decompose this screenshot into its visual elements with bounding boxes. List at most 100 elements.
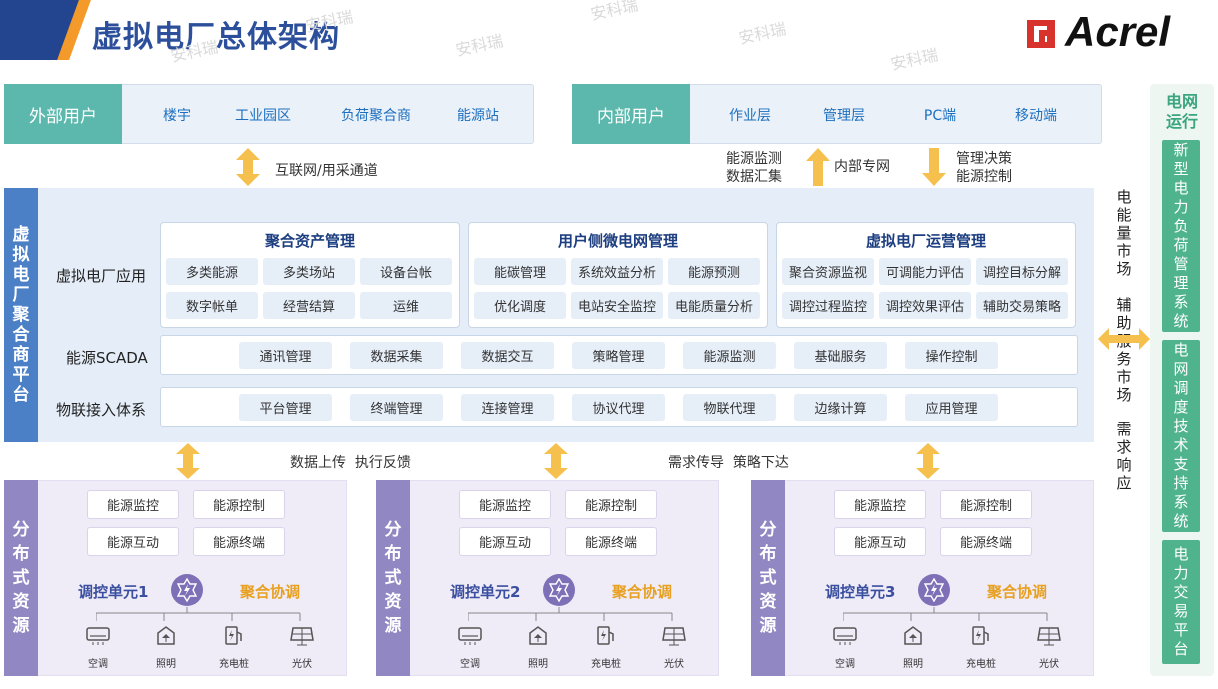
page-title: 虚拟电厂总体架构 (92, 20, 340, 55)
device-label: 照明 (528, 659, 548, 670)
scada-chip: 策略管理 (572, 342, 665, 369)
device-label: 空调 (835, 659, 855, 670)
unit-connector-lines (468, 607, 673, 621)
iot-chip: 平台管理 (239, 394, 332, 421)
upload-feedback-label: 数据上传 执行反馈 (290, 455, 411, 471)
scada-chip: 数据采集 (350, 342, 443, 369)
double-arrow-icon (176, 443, 200, 479)
scada-chip: 能源监测 (683, 342, 776, 369)
solar-panel-icon (290, 627, 314, 646)
demand-response-label: 需求响应 (1116, 420, 1132, 492)
resource-chip: 能源互动 (834, 527, 926, 556)
energy-market-label: 电能量市场 (1116, 188, 1132, 278)
external-user-item: 工业园区 (235, 108, 291, 124)
internal-user-item: 移动端 (1015, 108, 1057, 124)
device-label: 照明 (156, 659, 176, 670)
distributed-side-label: 分布式资源 (376, 480, 410, 676)
resource-chip: 能源监控 (834, 490, 926, 519)
row-label-iot: 物联接入体系 (56, 401, 147, 419)
up-arrow-icon (806, 148, 830, 186)
card-title: 用户侧微电网管理 (557, 232, 678, 250)
scada-chip: 基础服务 (794, 342, 887, 369)
resource-chip: 能源控制 (193, 490, 285, 519)
channel-label: 互联网/用采通道 (275, 163, 378, 179)
internal-user-item: 作业层 (729, 108, 771, 124)
lighting-icon (157, 626, 175, 645)
resource-chip: 能源终端 (565, 527, 657, 556)
iot-chip: 边缘计算 (794, 394, 887, 421)
scada-chip: 通讯管理 (239, 342, 332, 369)
function-chip: 经营结算 (263, 292, 355, 319)
function-chip: 电站安全监控 (571, 292, 663, 319)
double-arrow-icon (236, 148, 260, 186)
function-chip: 多类能源 (166, 258, 258, 285)
device-label: 光伏 (664, 659, 684, 670)
device-label: 照明 (903, 659, 923, 670)
ancillary-market-label: 辅助服务市场 (1116, 296, 1132, 404)
air-conditioner-icon (458, 627, 482, 645)
device-label: 光伏 (292, 659, 312, 670)
external-user-item: 能源站 (457, 108, 499, 124)
air-conditioner-icon (833, 627, 857, 645)
unit-connector-lines (96, 607, 301, 621)
decision-label: 管理决策能源控制 (956, 151, 1012, 185)
distributed-side-label: 分布式资源 (4, 480, 38, 676)
function-chip: 电能质量分析 (668, 292, 760, 319)
lighting-icon (529, 626, 547, 645)
row-label-scada: 能源SCADA (66, 349, 148, 367)
card-title: 聚合资产管理 (264, 232, 355, 250)
internal-users-label: 内部用户 (572, 84, 690, 144)
function-chip: 聚合资源监视 (782, 258, 874, 285)
grid-operation-title: 电网运行 (1165, 92, 1198, 131)
device-label: 空调 (88, 659, 108, 670)
load-management-system: 新型电力负荷管理系统 (1162, 140, 1200, 332)
resource-chip: 能源终端 (940, 527, 1032, 556)
iot-chip: 应用管理 (905, 394, 998, 421)
function-chip: 可调能力评估 (879, 258, 971, 285)
iot-chip: 物联代理 (683, 394, 776, 421)
function-chip: 优化调度 (474, 292, 566, 319)
device-label: 充电桩 (219, 659, 249, 670)
scada-chip: 数据交互 (461, 342, 554, 369)
control-unit-label: 调控单元1 (78, 583, 149, 601)
device-label: 光伏 (1039, 659, 1059, 670)
private-network-label: 内部专网 (834, 159, 890, 175)
charging-pile-icon (225, 626, 242, 645)
function-chip: 系统效益分析 (571, 258, 663, 285)
function-chip: 设备台帐 (360, 258, 452, 285)
device-label: 空调 (460, 659, 480, 670)
function-chip: 数字帐单 (166, 292, 258, 319)
internal-user-item: PC端 (923, 108, 957, 124)
demand-strategy-label: 需求传导 策略下达 (668, 455, 789, 471)
lighting-icon (904, 626, 922, 645)
iot-chip: 协议代理 (572, 394, 665, 421)
resource-chip: 能源监控 (459, 490, 551, 519)
down-arrow-icon (922, 148, 946, 186)
row-label-apps: 虚拟电厂应用 (56, 267, 147, 285)
resource-chip: 能源监控 (87, 490, 179, 519)
control-hub-icon (171, 574, 203, 606)
resource-chip: 能源互动 (459, 527, 551, 556)
iot-chip: 终端管理 (350, 394, 443, 421)
external-user-item: 负荷聚合商 (341, 108, 411, 124)
double-arrow-icon (544, 443, 568, 479)
scada-chip: 操作控制 (905, 342, 998, 369)
function-chip: 调控目标分解 (976, 258, 1068, 285)
resource-chip: 能源互动 (87, 527, 179, 556)
aggregation-label: 聚合协调 (987, 583, 1048, 601)
resource-chip: 能源控制 (940, 490, 1032, 519)
power-trading-platform: 电力交易平台 (1162, 540, 1200, 664)
aggregation-label: 聚合协调 (240, 583, 301, 601)
distributed-side-label: 分布式资源 (751, 480, 785, 676)
control-unit-label: 调控单元2 (450, 583, 521, 601)
device-label: 充电桩 (591, 659, 621, 670)
function-chip: 调控效果评估 (879, 292, 971, 319)
resource-chip: 能源终端 (193, 527, 285, 556)
charging-pile-icon (597, 626, 614, 645)
control-hub-icon (918, 574, 950, 606)
air-conditioner-icon (86, 627, 110, 645)
solar-panel-icon (662, 627, 686, 646)
function-chip: 多类场站 (263, 258, 355, 285)
internal-user-item: 管理层 (823, 108, 865, 124)
acrel-logo-icon (1027, 20, 1055, 48)
